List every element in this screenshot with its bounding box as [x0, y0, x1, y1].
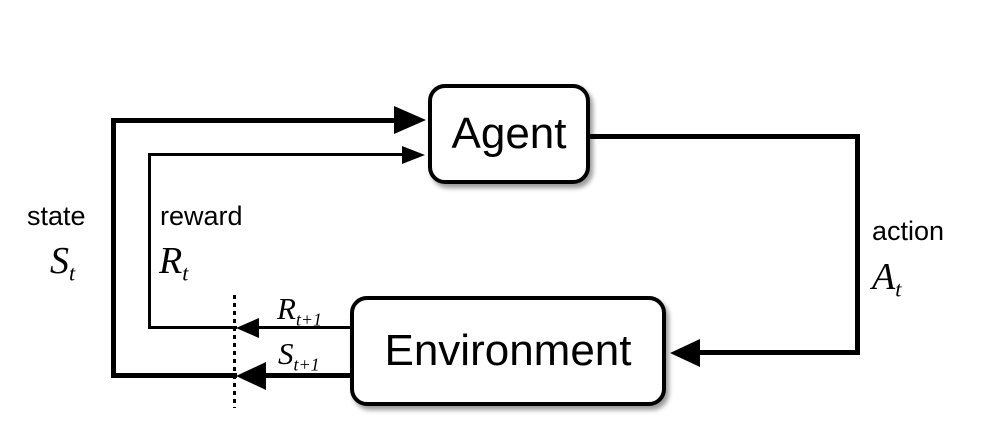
agent-node: Agent — [428, 84, 590, 184]
action-line-bottom — [698, 350, 858, 355]
timestep-boundary-dashed-line — [233, 295, 236, 408]
reward-line-bottom-left — [148, 326, 237, 329]
state-arrowhead-at-boundary-icon — [236, 362, 266, 390]
state-label: state — [27, 201, 86, 231]
reward-line-bottom-right — [256, 326, 352, 329]
reward-line-left — [148, 153, 151, 329]
reward-arrowhead-into-agent-icon — [402, 146, 425, 164]
next-reward-symbol: Rt+1 — [277, 291, 323, 330]
reward-symbol: Rt — [159, 240, 189, 286]
reward-line-top — [148, 153, 406, 156]
reward-label: reward — [160, 201, 243, 231]
state-arrowhead-into-agent-icon — [394, 106, 426, 134]
environment-node-label: Environment — [384, 326, 632, 375]
state-line-bottom-right — [263, 373, 352, 378]
state-line-bottom-left — [111, 373, 237, 378]
action-line-right — [855, 134, 860, 355]
agent-node-label: Agent — [451, 109, 567, 158]
next-state-symbol: St+1 — [278, 336, 320, 375]
action-label: action — [872, 216, 945, 246]
state-line-top — [111, 118, 398, 123]
action-symbol: At — [872, 256, 902, 302]
state-line-left — [111, 118, 116, 378]
action-line-top — [586, 134, 860, 139]
state-symbol: St — [50, 240, 76, 286]
action-arrowhead-into-environment-icon — [670, 339, 700, 367]
environment-node: Environment — [350, 296, 666, 406]
reward-arrowhead-at-boundary-icon — [236, 318, 259, 338]
